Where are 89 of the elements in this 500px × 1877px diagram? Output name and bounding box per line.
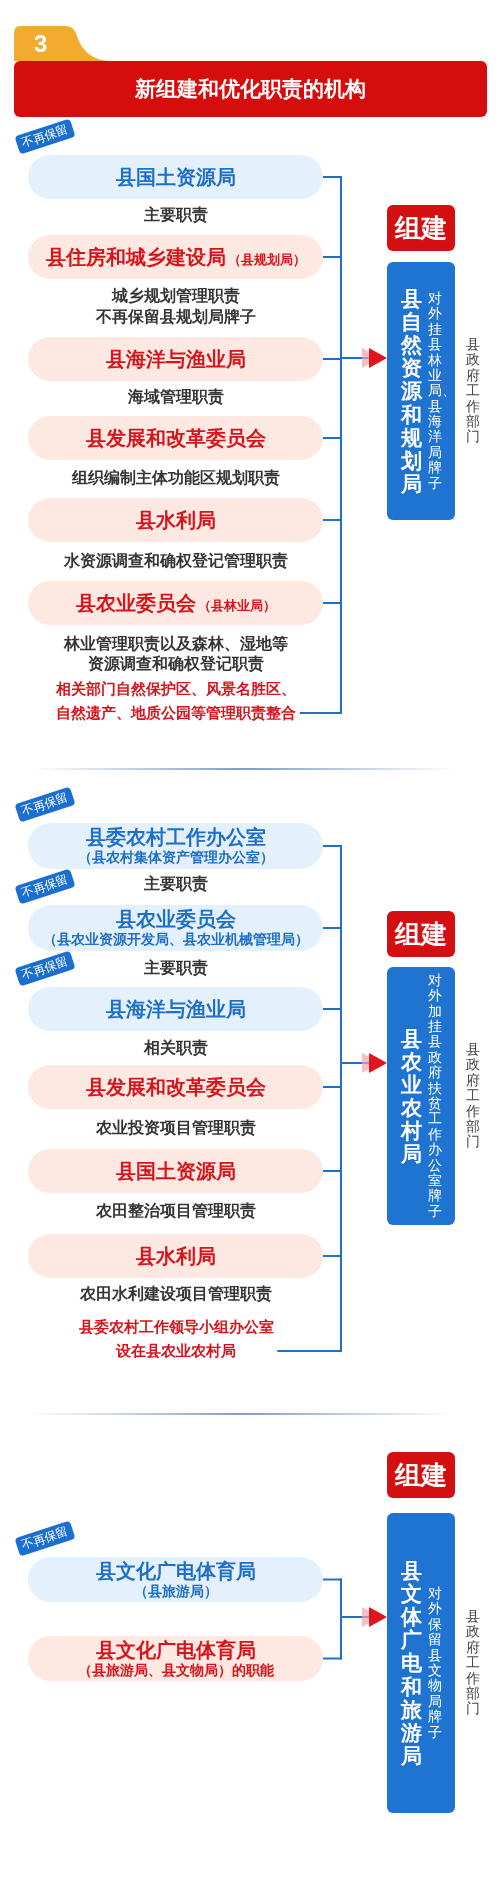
branch-line [322,602,343,604]
org-alias: （县旅游局） [133,1582,218,1600]
org-name: 县水利局 [135,509,216,531]
duty-text: 主要职责 [144,958,208,978]
branch-line [322,1170,343,1172]
new-agency-box [387,1513,455,1813]
establish-label: 组建 [387,1452,455,1498]
org-alias: （县林业局） [197,598,276,614]
branch-line [322,845,343,847]
title-banner: 新组建和优化职责的机构 [14,61,487,117]
branch-line [322,358,343,360]
org-pill [28,235,323,279]
org-pill [28,987,323,1031]
status-tag: 不再保留 [14,118,76,155]
duty-text: 相关职责 [144,1038,208,1058]
merge-note: 县委农村工作领导小组办公室设在县农业农村局 [74,1315,278,1363]
bracket-arrow [340,175,387,715]
plaque-note: 对外加挂县政府扶贫工作办公室牌子 [427,972,442,1220]
duty-text: 水资源调查和确权登记管理职责 [64,551,288,571]
org-alias: （县旅游局、县文物局）的职能 [77,1661,274,1679]
org-name: 县发展和改革委员会 [85,427,266,449]
branch-line [322,927,343,929]
org-name: 县农业委员会 [115,908,236,930]
new-agency-box [387,967,455,1225]
org-pill [28,905,323,951]
branch-line [322,1255,343,1257]
branch-line [322,519,343,521]
duty-text: 组织编制主体功能区规划职责 [72,468,280,488]
plaque-note: 对外保留县文物局牌子 [427,1586,442,1740]
duty-text: 海域管理职责 [128,387,224,407]
org-name: 县海洋与渔业局 [105,348,246,370]
branch-line [322,1578,343,1581]
establish-label: 组建 [387,205,455,251]
org-alias: （县农村集体资产管理办公室） [77,848,274,866]
branch-line [322,176,343,178]
bracket-arrow [340,1577,387,1661]
org-alias: （县农业资源开发局、县农业机械管理局） [42,930,309,948]
branch-line [298,712,343,714]
section-number: 3 [34,30,48,58]
establish-label: 组建 [387,911,455,957]
agency-name: 县农业农村局 [400,1026,422,1166]
duty-text: 不再保留县规划局牌子 [96,307,256,327]
duty-text: 主要职责 [144,205,208,225]
agency-name: 县自然资源和规划局 [400,287,422,495]
branch-line [276,1350,343,1352]
branch-line [322,437,343,439]
agency-name: 县文体广电和旅游局 [400,1559,422,1767]
bracket-arrow [340,844,387,1353]
new-agency-box [387,262,455,520]
status-tag: 不再保留 [14,786,76,823]
branch-line [322,256,343,258]
org-pill [28,337,323,381]
org-name: 县住房和城乡建设局 [45,246,226,268]
branch-line [322,1657,343,1660]
org-alias: （县规划局） [227,252,306,268]
org-pill [28,581,323,625]
merge-note: 相关部门自然保护区、风景名胜区、自然遗产、地质公园等管理职责整合 [52,677,300,725]
org-name: 县国土资源局 [115,166,236,188]
org-name: 县国土资源局 [115,1160,236,1182]
org-pill [28,1557,323,1602]
department-type: 县政府工作部门 [466,1609,480,1717]
org-pill [28,498,323,542]
duty-text: 农田水利建设项目管理职责 [80,1284,272,1304]
org-name: 县海洋与渔业局 [105,998,246,1020]
duty-text: 农田整治项目管理职责 [96,1201,256,1221]
org-name: 县农业委员会 [75,592,196,614]
org-name: 县发展和改革委员会 [85,1076,266,1098]
branch-line [322,1008,343,1010]
status-tag: 不再保留 [14,1520,76,1557]
org-pill [28,823,323,869]
status-tag: 不再保留 [14,868,76,905]
duty-text: 主要职责 [144,874,208,894]
department-type: 县政府工作部门 [466,1042,480,1150]
org-name: 县文化广电体育局 [95,1638,256,1661]
org-pill [28,1065,323,1109]
branch-line [322,1086,343,1088]
org-pill [28,155,323,199]
org-pill [28,1149,323,1193]
duty-text: 农业投资项目管理职责 [96,1118,256,1138]
org-name: 县水利局 [135,1245,216,1267]
duty-text: 林业管理职责以及森林、湿地等资源调查和确权登记职责 [62,634,289,674]
department-type: 县政府工作部门 [466,337,480,445]
status-tag: 不再保留 [14,950,76,987]
org-pill [28,1234,323,1278]
org-pill [28,1636,323,1681]
org-name: 县文化广电体育局 [95,1559,256,1582]
org-name: 县委农村工作办公室 [85,826,266,848]
org-pill [28,416,323,460]
duty-text: 城乡规划管理职责 [112,286,240,306]
